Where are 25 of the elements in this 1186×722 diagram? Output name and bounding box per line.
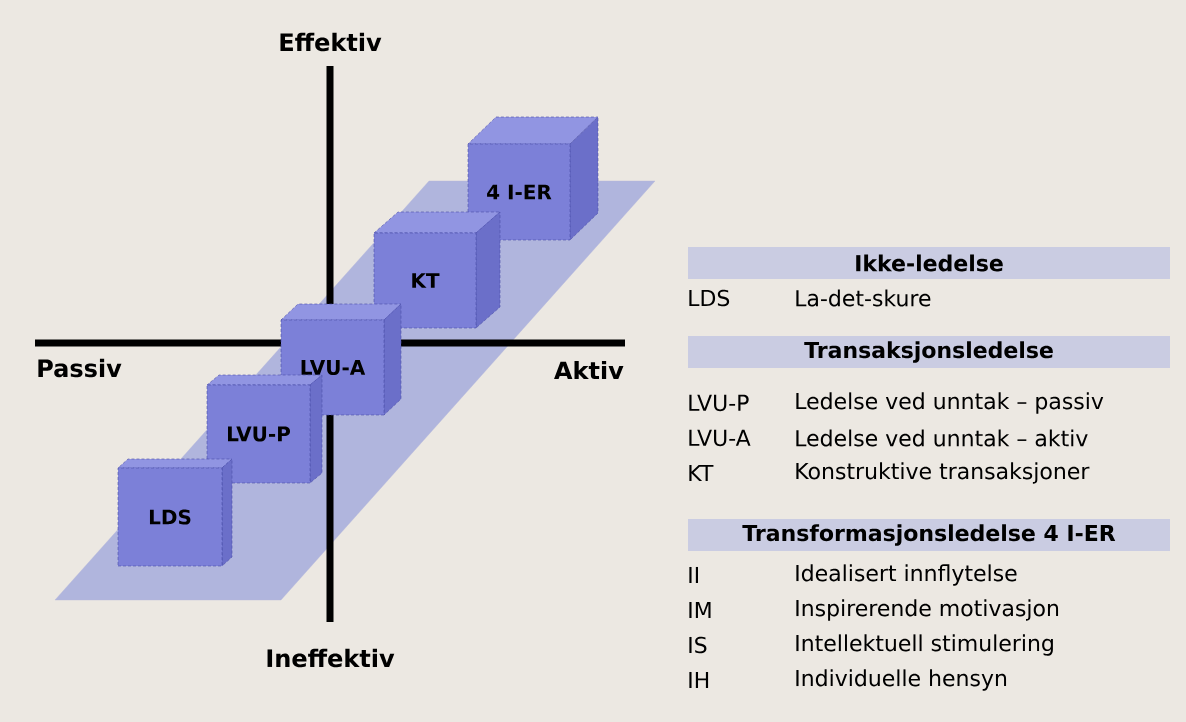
abbreviation: IS <box>689 636 707 654</box>
abbreviation: LDS <box>689 289 730 307</box>
cube: LDS <box>117 458 233 567</box>
definition: La-det-skure <box>796 289 931 307</box>
axis-label: Aktiv <box>554 360 624 380</box>
definition: Inspirerende motivasjon <box>796 599 1059 621</box>
axis-label: Passiv <box>38 358 122 378</box>
abbreviation: KT <box>689 464 714 481</box>
abbreviation: LVU-P <box>689 394 749 412</box>
definition: Konstruktive transaksjoner <box>796 462 1090 484</box>
abbreviation: LVU-A <box>689 429 751 447</box>
cube: LVU-P <box>206 374 323 484</box>
definition: Intellektuell stimulering <box>796 634 1053 656</box>
cube: KT <box>373 211 501 329</box>
abbreviation: IH <box>689 671 709 688</box>
definition: Individuelle hensyn <box>796 669 1007 691</box>
cube: 4 I-ER <box>467 116 599 241</box>
header-band: Transformasjonsledelse 4 I-ER <box>688 519 1170 551</box>
definition: Ledelse ved unntak – passiv <box>796 392 1104 414</box>
axis-label: Ineffektiv <box>267 648 395 668</box>
header-band: Ikke-ledelse <box>688 247 1170 279</box>
definition: Ledelse ved unntak – aktiv <box>796 429 1088 447</box>
abbreviation: IM <box>689 601 711 618</box>
header-band: Transaksjonsledelse <box>688 336 1170 368</box>
axis-label: Effektiv <box>280 32 382 52</box>
